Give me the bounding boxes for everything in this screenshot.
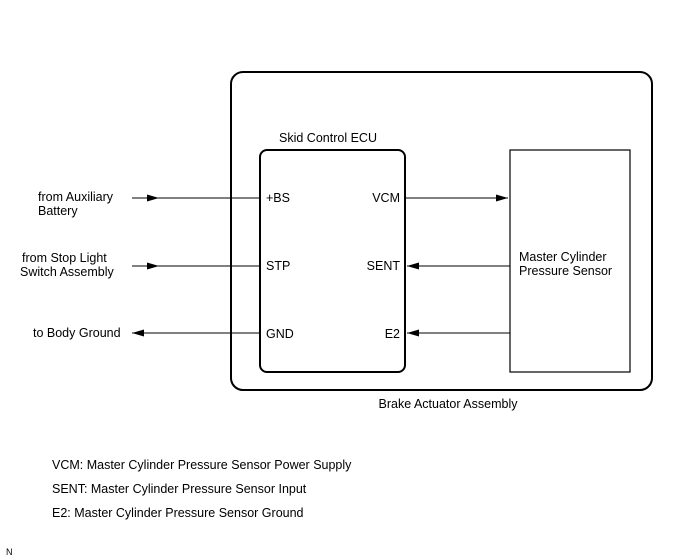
arrow-gnd (132, 329, 144, 337)
arrow-bs (147, 194, 159, 202)
corner-mark: N (6, 547, 13, 557)
pin-e2-label: E2 (385, 327, 400, 341)
stop-light-label-line-2: Switch Assembly (20, 265, 115, 279)
pin-bs-label: +BS (266, 191, 290, 205)
pin-vcm-label: VCM (372, 191, 400, 205)
arrow-stp (147, 262, 159, 270)
aux-battery-label-line-2: Battery (38, 204, 78, 218)
body-ground-label: to Body Ground (33, 326, 121, 340)
arrow-e2 (407, 329, 419, 337)
pin-gnd-label: GND (266, 327, 294, 341)
legend-sent: SENT: Master Cylinder Pressure Sensor In… (52, 482, 307, 496)
arrow-sent (407, 262, 419, 270)
brake-actuator-assembly-box (230, 71, 653, 391)
sensor-label-line-2: Pressure Sensor (519, 264, 612, 278)
sensor-label-line-1: Master Cylinder (519, 250, 607, 264)
master-cylinder-pressure-sensor-box (509, 149, 631, 373)
skid-control-ecu-box (259, 149, 406, 373)
assembly-label: Brake Actuator Assembly (379, 397, 519, 411)
pin-stp-label: STP (266, 259, 290, 273)
arrow-vcm (496, 194, 508, 202)
ecu-label: Skid Control ECU (279, 131, 377, 145)
legend-vcm: VCM: Master Cylinder Pressure Sensor Pow… (52, 458, 352, 472)
pin-sent-label: SENT (367, 259, 401, 273)
aux-battery-label-line-1: from Auxiliary (38, 190, 114, 204)
legend-e2: E2: Master Cylinder Pressure Sensor Grou… (52, 506, 304, 520)
stop-light-label-line-1: from Stop Light (22, 251, 107, 265)
